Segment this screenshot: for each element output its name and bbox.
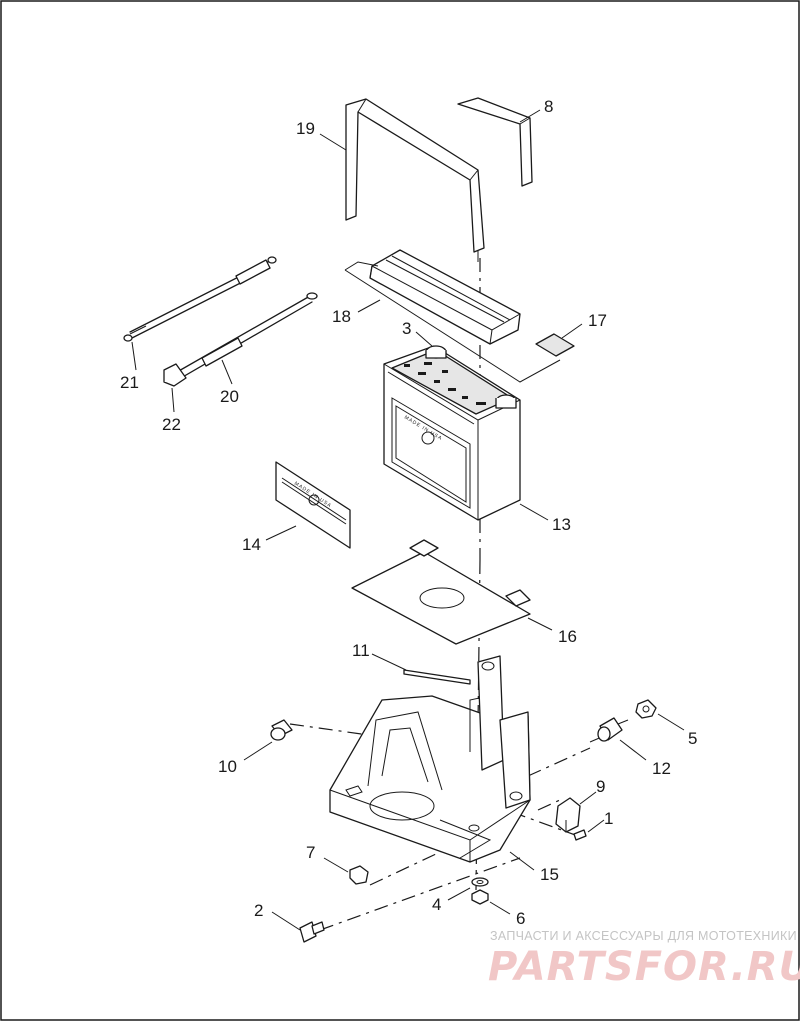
watermark: ЗАПЧАСТИ И АКСЕССУАРЫ ДЛЯ МОТОТЕХНИКИ PA… — [488, 929, 800, 990]
battery: MADE IN USA — [383, 345, 521, 521]
callout-16: 16 — [558, 627, 577, 646]
battery-cable-20 — [163, 292, 318, 387]
callout-labels: 1 2 3 4 5 6 7 8 9 10 11 12 13 14 15 16 1… — [120, 97, 697, 928]
callout-19: 19 — [296, 119, 315, 138]
nut-6 — [471, 889, 489, 905]
callout-2: 2 — [254, 901, 263, 920]
callout-20: 20 — [220, 387, 239, 406]
tray-pad — [351, 539, 531, 645]
rubber-bumper — [270, 719, 293, 741]
nut-5 — [635, 699, 657, 719]
callout-13: 13 — [552, 515, 571, 534]
watermark-brand: PARTSFOR.RU — [488, 944, 800, 990]
battery-tray — [329, 655, 531, 863]
callout-22: 22 — [162, 415, 181, 434]
callout-7: 7 — [306, 843, 315, 862]
callout-6: 6 — [516, 909, 525, 928]
screw-1 — [573, 829, 587, 841]
battery-top-cover — [344, 249, 561, 383]
callout-8: 8 — [544, 97, 553, 116]
callout-5: 5 — [688, 729, 697, 748]
callout-18: 18 — [332, 307, 351, 326]
callout-11: 11 — [352, 641, 370, 660]
clip — [555, 797, 581, 833]
battery-decal: MADE IN USA — [275, 461, 351, 549]
small-pad — [535, 333, 575, 357]
nut-7 — [349, 865, 369, 885]
strap-pad — [457, 97, 533, 187]
callout-10: 10 — [218, 757, 237, 776]
battery-cable-21 — [123, 256, 277, 342]
callout-21: 21 — [120, 373, 139, 392]
callout-3: 3 — [402, 319, 411, 338]
leader-lines — [131, 109, 685, 931]
rubber-mount — [589, 717, 629, 743]
callout-15: 15 — [540, 865, 559, 884]
callout-17: 17 — [588, 311, 607, 330]
callout-12: 12 — [652, 759, 671, 778]
callout-9: 9 — [596, 777, 605, 796]
bolt-2 — [299, 921, 325, 943]
washer-4 — [471, 877, 489, 887]
callout-14: 14 — [242, 535, 261, 554]
callout-4: 4 — [432, 895, 441, 914]
support-rod — [403, 669, 471, 685]
watermark-tagline: ЗАПЧАСТИ И АКСЕССУАРЫ ДЛЯ МОТОТЕХНИКИ — [490, 929, 797, 943]
callout-1: 1 — [604, 809, 613, 828]
battery-strap — [345, 98, 485, 262]
